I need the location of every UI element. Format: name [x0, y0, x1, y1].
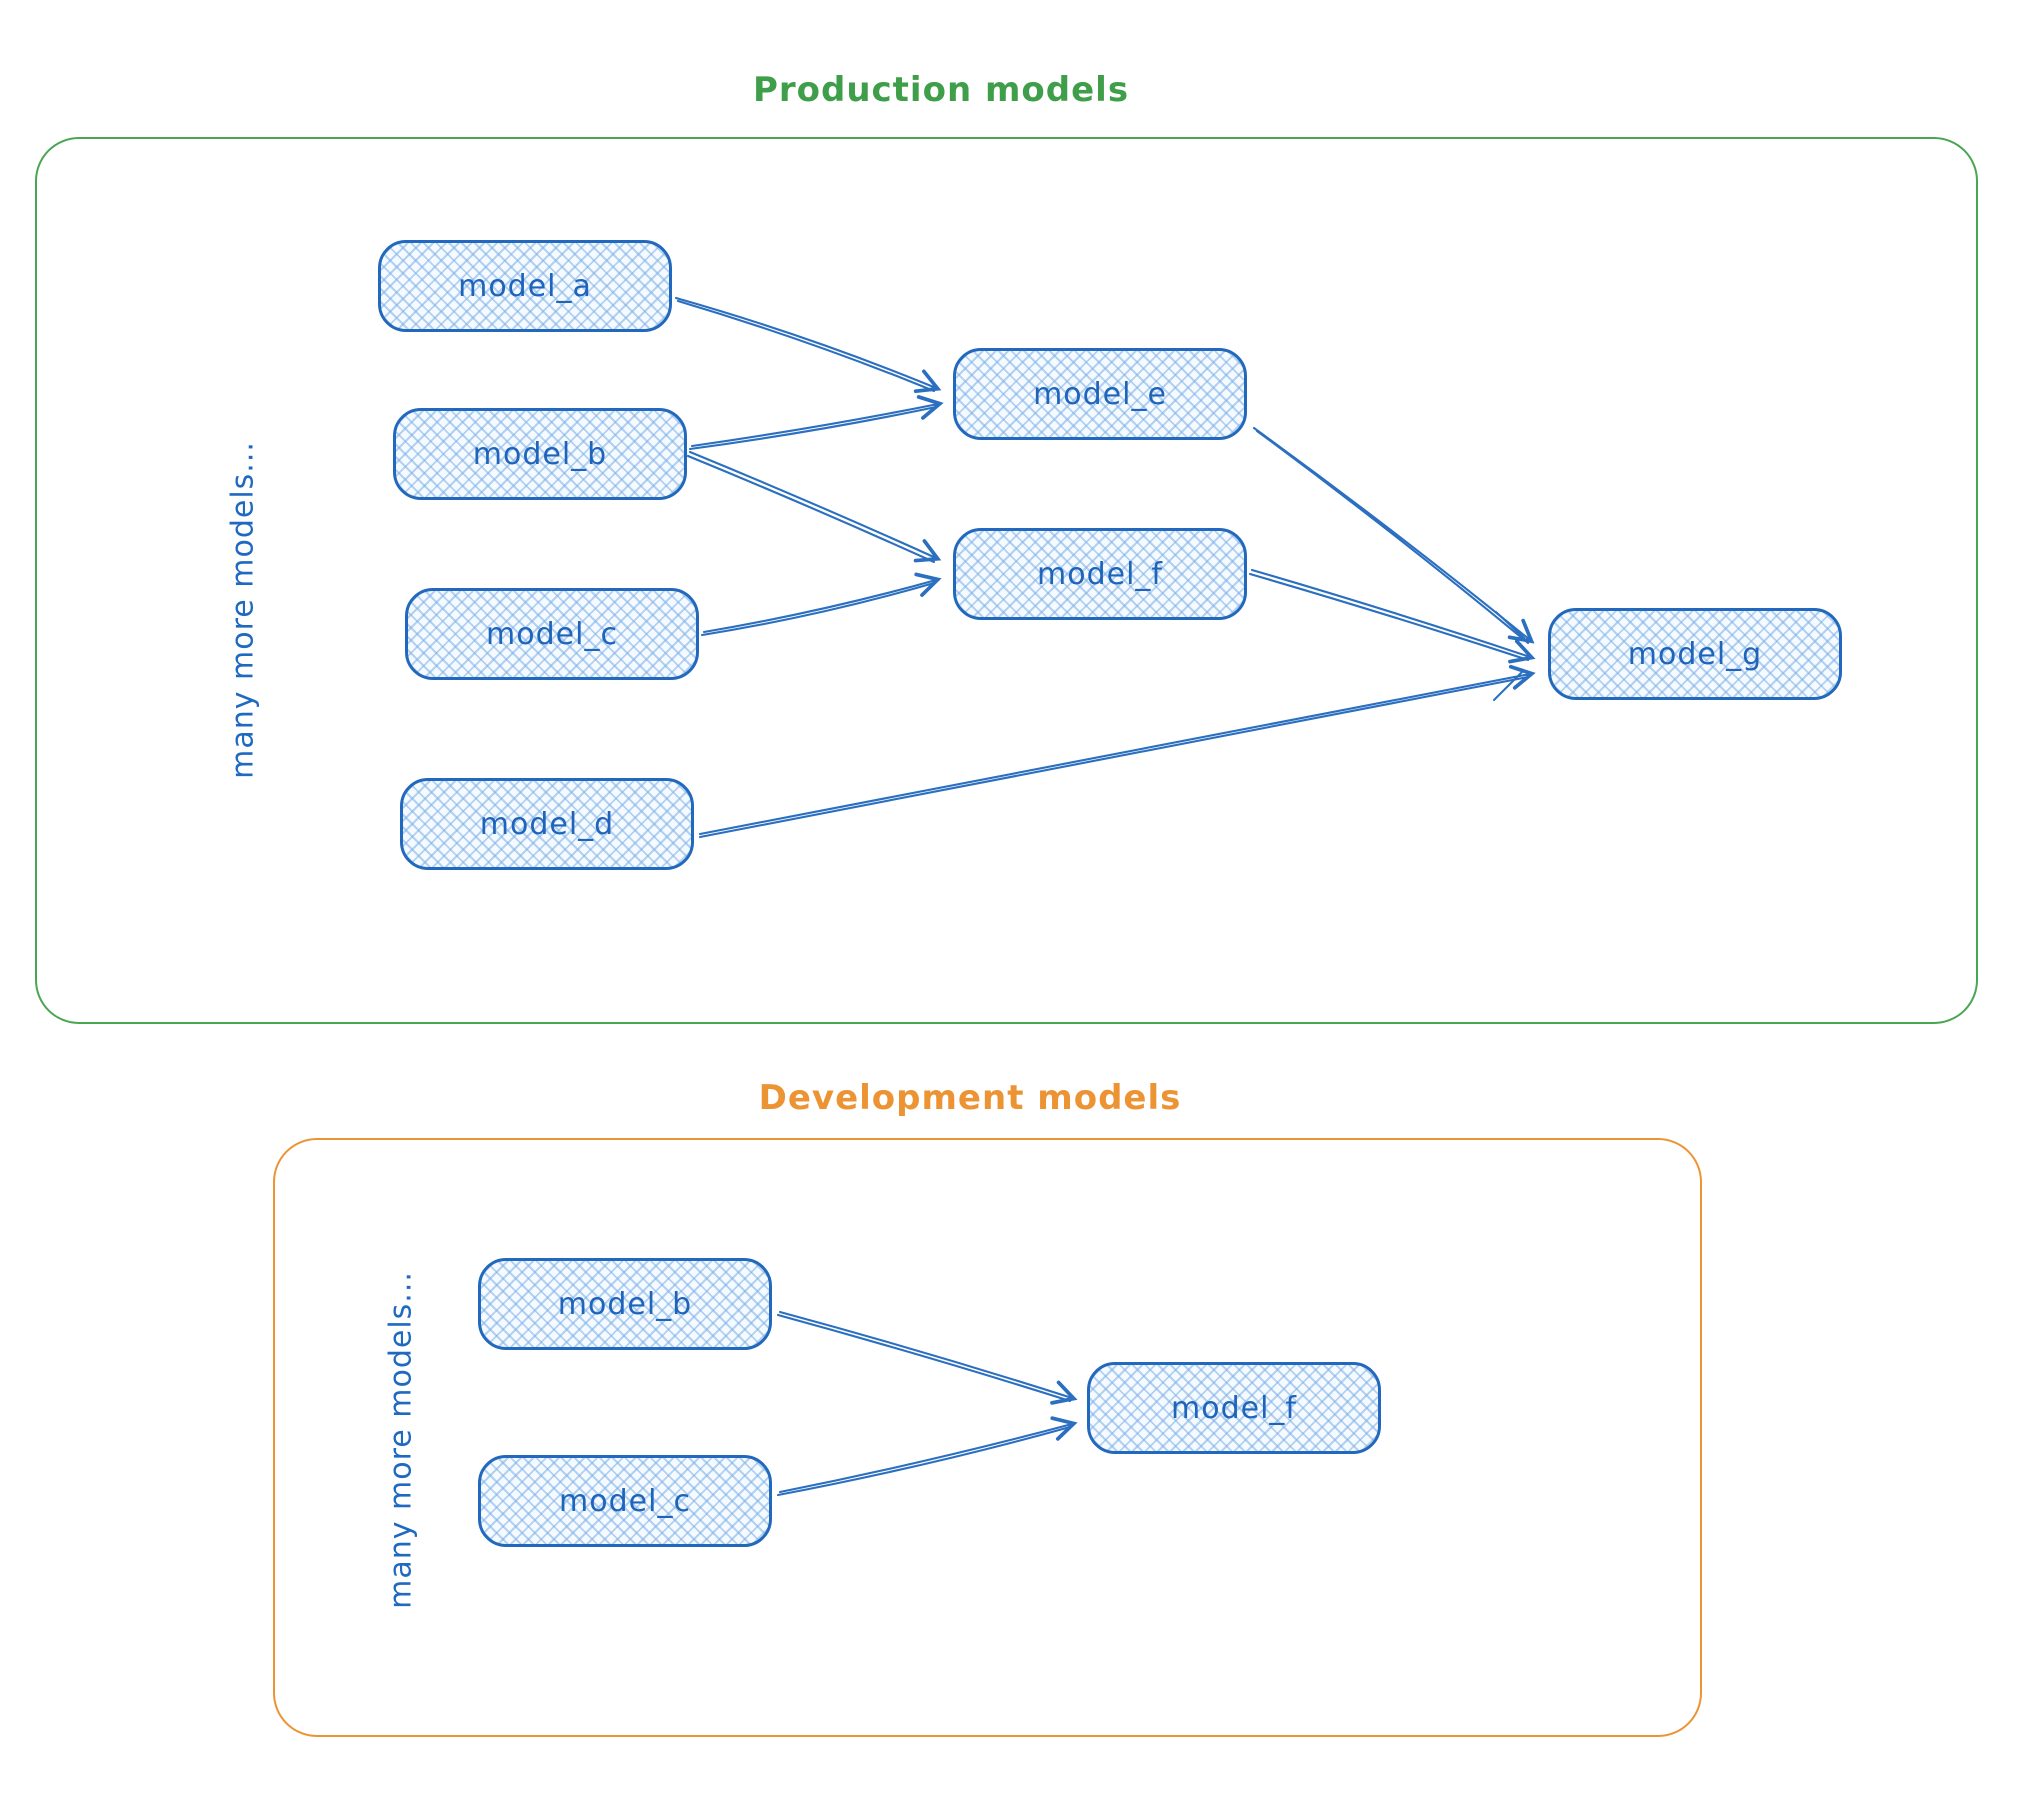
arrow-flare — [1493, 671, 1523, 701]
node-label: model_a — [458, 268, 592, 304]
node-model_g: model_g — [1548, 608, 1842, 700]
edge-model_e-to-model_g — [1252, 426, 1530, 643]
node-label: model_f — [1171, 1390, 1297, 1426]
edge-model_b-to-model_f — [686, 450, 936, 562]
node-dev-model_f: model_f — [1087, 1362, 1381, 1454]
edge-dev-model_c-to-model_f — [776, 1424, 1072, 1497]
node-model_c: model_c — [405, 588, 699, 680]
node-label: model_b — [472, 436, 608, 472]
node-model_a: model_a — [378, 240, 672, 332]
production-title: Production models — [752, 70, 1130, 110]
node-model_e: model_e — [953, 348, 1247, 440]
arrow-flare — [1495, 611, 1525, 639]
node-label: model_e — [1033, 376, 1167, 412]
node-label: model_g — [1627, 636, 1763, 672]
production-container — [35, 137, 1978, 1024]
development-container — [273, 1138, 1702, 1737]
edge-model_f-to-model_g — [1248, 568, 1530, 660]
node-model_b: model_b — [393, 408, 687, 500]
node-model_d: model_d — [400, 778, 694, 870]
node-label: model_c — [486, 616, 618, 652]
edge-model_a-to-model_e — [674, 296, 936, 391]
node-label: model_d — [479, 806, 615, 842]
node-dev-model_c: model_c — [478, 1455, 772, 1547]
node-label: model_f — [1037, 556, 1163, 592]
edge-dev-model_b-to-model_f — [776, 1310, 1072, 1401]
node-label: model_c — [559, 1483, 691, 1519]
node-dev-model_b: model_b — [478, 1258, 772, 1350]
edge-model_b-to-model_e — [688, 404, 938, 451]
node-label: model_b — [557, 1286, 693, 1322]
edge-model_d-to-model_g — [698, 674, 1530, 839]
node-model_f: model_f — [953, 528, 1247, 620]
edge-model_c-to-model_f — [700, 580, 936, 637]
development-title: Development models — [758, 1078, 1182, 1118]
